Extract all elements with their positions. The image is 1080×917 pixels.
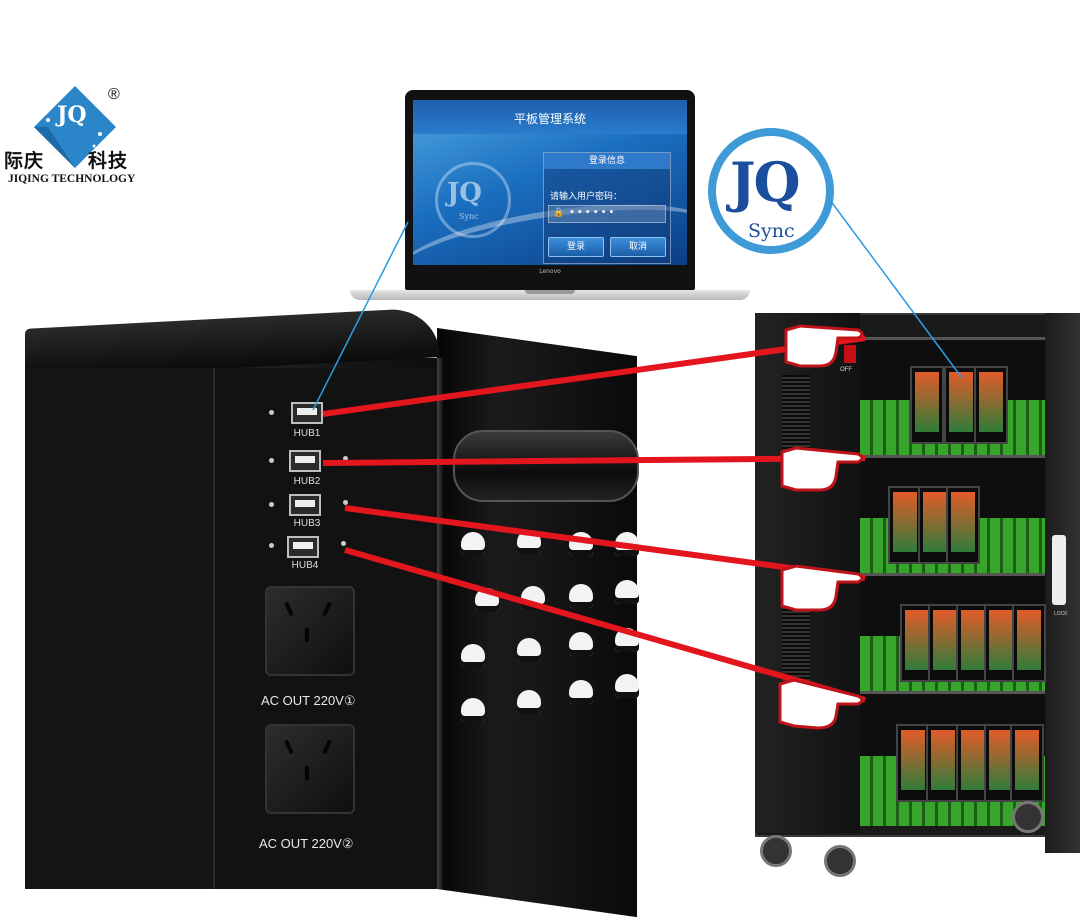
laptop-brand: Lenovo (539, 268, 561, 275)
vent-hole (569, 632, 593, 656)
status-led (343, 456, 348, 461)
pointing-hand-icon (780, 564, 864, 612)
lock-label: LOCK (1054, 611, 1068, 617)
blue-connector-laptop (312, 221, 409, 411)
login-header: 登录信息 (544, 153, 670, 169)
power-switch[interactable] (844, 345, 856, 363)
logo-cn-left: 际庆 (4, 150, 45, 172)
ac-outlet-1-label: AC OUT 220V① (261, 693, 356, 708)
door-lock[interactable] (1052, 535, 1066, 605)
pointing-hand-icon (778, 678, 864, 730)
diamond-logo-icon: JQ (34, 86, 116, 168)
status-led (269, 458, 274, 463)
sync-logo: JQ Sync (690, 110, 852, 272)
sync-logo-mark: JQ (730, 150, 801, 214)
password-prompt: 请输入用户密码： (550, 192, 623, 202)
hub1-label: HUB1 (293, 428, 321, 439)
password-input[interactable]: 🔒 •••••• (548, 205, 666, 223)
logo-cn-right: 科技 (88, 150, 129, 172)
tablet-shelf (860, 455, 1045, 576)
status-led (343, 500, 348, 505)
caster-wheel (1012, 801, 1044, 833)
hub3-label: HUB3 (293, 518, 321, 529)
status-led (341, 541, 346, 546)
status-led (269, 543, 274, 548)
brand-logo: JQ ® 际庆 科技 JIQING TECHNOLOGY (0, 80, 160, 190)
blue-connector-sync (829, 199, 963, 379)
red-connector-hub2 (322, 455, 866, 466)
red-connector-hub1 (322, 335, 866, 417)
tablet-shelf (860, 337, 1045, 458)
hub4-label: HUB4 (291, 560, 319, 571)
switch-label: OFF (840, 367, 852, 373)
logo-en: JIQING TECHNOLOGY (8, 173, 136, 185)
red-connector-hub4 (344, 547, 866, 703)
caster-wheel (824, 845, 856, 877)
ac-outlet-2[interactable] (265, 724, 355, 814)
registered-mark: ® (108, 86, 120, 103)
pointing-hand-icon (780, 446, 864, 492)
caster-wheel (760, 835, 792, 867)
pointing-hand-icon (784, 324, 864, 368)
status-led (269, 410, 274, 415)
screen-logo: JQ (447, 178, 482, 208)
vent-hole (461, 644, 485, 668)
charging-cabinet: OFF LOCK (740, 305, 1080, 889)
vent-hole (615, 580, 639, 604)
vent-hole (615, 674, 639, 698)
cabinet-door (25, 368, 213, 889)
cancel-button[interactable]: 取消 (610, 237, 666, 257)
laptop: 平板管理系统 JQ Sync 登录信息 请输入用户密码： 🔒 •••••• 登录… (350, 90, 750, 305)
screen-logo-sub: Sync (459, 212, 479, 221)
hub2-label: HUB2 (293, 476, 321, 487)
screen-title-bar: 平板管理系统 (413, 100, 687, 134)
laptop-notch (525, 290, 575, 294)
ac-outlet-2-label: AC OUT 220V② (259, 836, 354, 851)
cabinet-handle[interactable] (453, 430, 639, 502)
vent-hole (569, 584, 593, 608)
vent-hole (569, 680, 593, 704)
usb-port-hub4[interactable] (287, 536, 319, 558)
vent-grille (782, 605, 810, 685)
vent-hole (461, 532, 485, 556)
cabinet-closeup: HUB1 HUB2 HUB3 HUB4 AC OUT 220V① AC OUT … (25, 307, 639, 917)
vent-hole (517, 690, 541, 714)
vent-hole (517, 638, 541, 662)
connection-diagram (312, 199, 963, 730)
laptop-base (350, 290, 750, 300)
laptop-screen: 平板管理系统 JQ Sync 登录信息 请输入用户密码： 🔒 •••••• 登录… (413, 100, 687, 265)
screen-title: 平板管理系统 (513, 112, 586, 126)
lock-icon: 🔒 (553, 208, 565, 218)
tablet-shelf (860, 573, 1046, 694)
ac-outlet-1[interactable] (265, 586, 355, 676)
laptop-lid: 平板管理系统 JQ Sync 登录信息 请输入用户密码： 🔒 •••••• 登录… (405, 90, 695, 290)
status-led (269, 502, 274, 507)
login-button[interactable]: 登录 (548, 237, 604, 257)
red-connector-hub3 (344, 505, 866, 581)
screen-logo-ring-icon (435, 162, 511, 238)
usb-port-hub3[interactable] (289, 494, 321, 516)
cabinet-edge (437, 358, 443, 889)
vent-hole (461, 698, 485, 722)
usb-port-hub2[interactable] (289, 450, 321, 472)
logo-mark: JQ (55, 102, 87, 128)
login-dialog: 登录信息 请输入用户密码： 🔒 •••••• 登录 取消 (543, 152, 671, 264)
sync-logo-sub: Sync (748, 220, 795, 242)
password-mask: •••••• (569, 207, 617, 218)
vent-grille (782, 375, 810, 455)
